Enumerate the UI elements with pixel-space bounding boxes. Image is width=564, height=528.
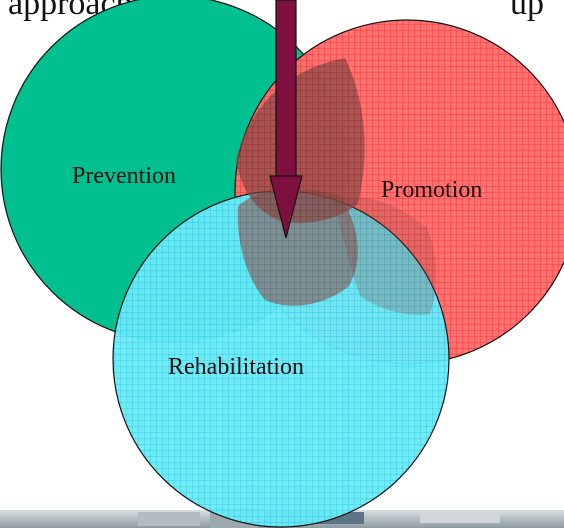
top-right-text: up (510, 0, 544, 22)
prevention-promotion-overlap (236, 58, 365, 223)
down-arrow (269, 0, 303, 239)
promotion-rehabilitation-overlap (334, 197, 437, 315)
prevention-label: Prevention (72, 163, 176, 189)
center-overlap (237, 188, 358, 306)
promotion-label: Promotion (381, 177, 482, 203)
rehabilitation-label: Rehabilitation (168, 354, 304, 380)
